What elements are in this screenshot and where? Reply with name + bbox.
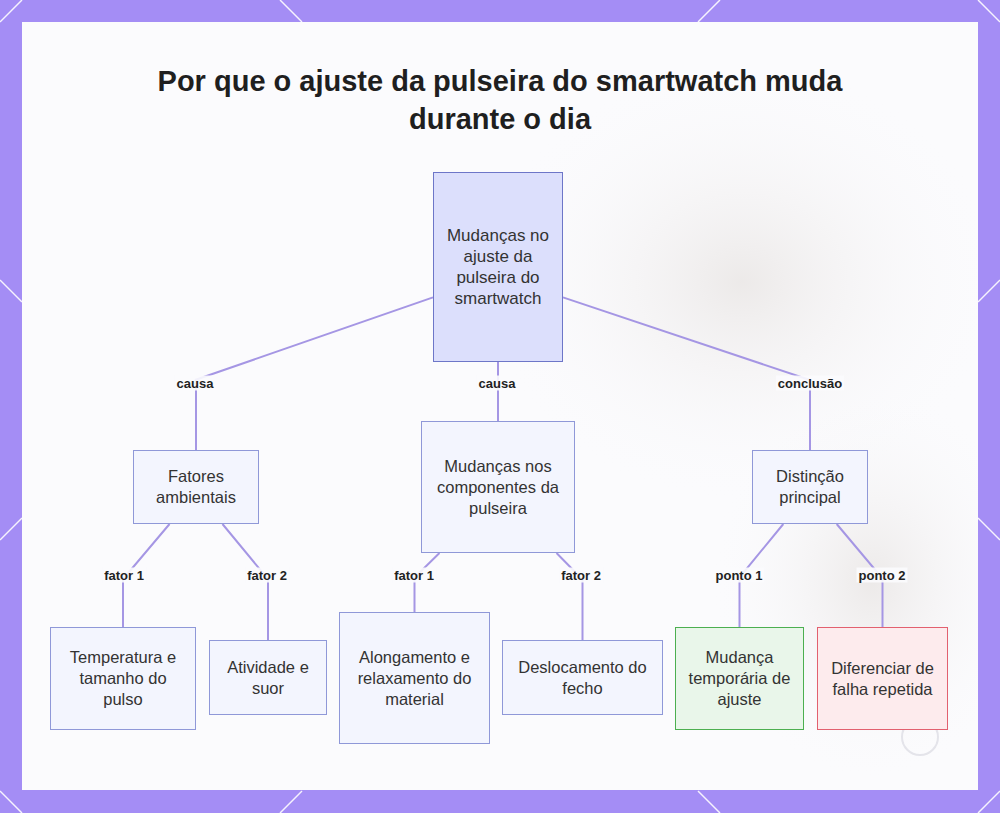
connector-line <box>497 362 499 421</box>
conclusion-box: Distinção principal <box>752 450 868 524</box>
node-label: Mudanças no ajuste da pulseira do smartw… <box>446 225 550 309</box>
node-text-group: Mudanças no ajuste da pulseira do smartw… <box>446 225 550 309</box>
node-label: Temperatura e tamanho do pulso <box>63 647 183 710</box>
factor-box: Alongamento e relaxamento do material <box>339 612 490 744</box>
factor-box: Atividade e suor <box>209 640 327 715</box>
edge-label: ponto 2 <box>857 568 908 583</box>
connector-line <box>414 553 439 612</box>
factor-box: Temperatura e tamanho do pulso <box>50 627 196 730</box>
node-text-group: Deslocamento do fecho <box>515 657 650 699</box>
edge-label: fator 1 <box>102 568 146 583</box>
node-label: Mudança temporária de ajuste <box>688 647 791 710</box>
node-label: Alongamento e relaxamento do material <box>352 647 477 710</box>
node-text-group: Diferenciar de falha repetida <box>830 658 935 700</box>
node-label: Mudanças nos componentes da pulseira <box>434 456 562 519</box>
cause-box: Fatores ambientais <box>133 450 259 524</box>
diagram-title: Por que o ajuste da pulseira do smartwat… <box>150 62 850 138</box>
node-text-group: Alongamento e relaxamento do material <box>352 647 477 710</box>
connector-line <box>195 297 433 450</box>
point-box: Mudança temporária de ajuste <box>675 627 804 730</box>
edge-label: fator 1 <box>392 568 436 583</box>
edge-label: conclusão <box>776 376 844 391</box>
node-label: Distinção principal <box>765 466 855 508</box>
node-text-group: Distinção principal <box>765 466 855 508</box>
node-label: Diferenciar de falha repetida <box>830 658 935 700</box>
edge-label: fator 2 <box>559 568 603 583</box>
node-text-group: Mudança temporária de ajuste <box>688 647 791 710</box>
root-box: Mudanças no ajuste da pulseira do smartw… <box>433 172 563 362</box>
edge-label: fator 2 <box>245 568 289 583</box>
point-box: Diferenciar de falha repetida <box>817 627 948 730</box>
node-label: Deslocamento do fecho <box>515 657 650 699</box>
node-text-group: Mudanças nos componentes da pulseira <box>434 456 562 519</box>
edge-label: causa <box>477 376 518 391</box>
connector-line <box>557 553 583 640</box>
edge-label: causa <box>175 376 216 391</box>
cause-box: Mudanças nos componentes da pulseira <box>421 421 575 553</box>
node-text-group: Temperatura e tamanho do pulso <box>63 647 183 710</box>
node-label: Atividade e suor <box>222 657 314 699</box>
factor-box: Deslocamento do fecho <box>502 640 663 715</box>
node-text-group: Fatores ambientais <box>146 466 246 508</box>
node-label: Fatores ambientais <box>146 466 246 508</box>
node-text-group: Atividade e suor <box>222 657 314 699</box>
connector-line <box>563 297 810 450</box>
edge-label: ponto 1 <box>714 568 765 583</box>
